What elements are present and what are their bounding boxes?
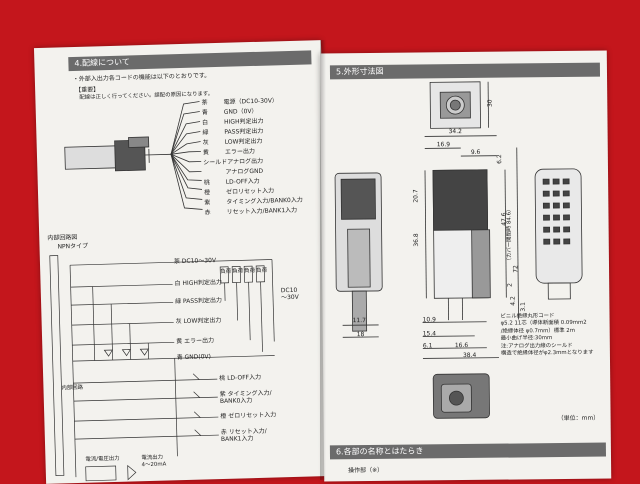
dim-10-9: 10.9 <box>423 316 436 323</box>
current-voltage-label: 電流/電圧出力 <box>85 456 119 464</box>
unit-label: （単位：mm） <box>558 415 600 422</box>
wire-label: PASS判定出力 <box>224 128 263 136</box>
input-line-0: 桃 LD-OFF入力 <box>219 374 261 382</box>
dim-2: 2 <box>507 283 514 287</box>
wire-label: 電源（DC10-30V） <box>223 97 278 106</box>
wire-color: 赤 <box>205 208 227 219</box>
input-line-3: 赤 リセット入力/ BANK1入力 <box>221 428 267 443</box>
wire-label: リセット入力/BANK1入力 <box>227 207 298 216</box>
load-label-1: 負荷 <box>232 268 243 275</box>
wire-label: アナログGND <box>225 168 263 176</box>
wire-label: GND（0V） <box>224 108 258 116</box>
cable-note: ビニル絶縁丸形コード φ5.2 11芯（導体断面積 0.09mm2 /絶縁体径 … <box>501 313 594 358</box>
panel-label: 操作部（※） <box>348 467 383 474</box>
circuit-line-1: 白 HIGH判定出力 <box>175 279 223 287</box>
dim-36-8: 36.8 <box>413 233 420 246</box>
wire-color: 茶 <box>201 98 223 109</box>
dim-9-6: 9.6 <box>471 149 481 156</box>
wire-label: LOW判定出力 <box>225 138 263 146</box>
section-6-header: 6.各部の名称とはたらき <box>330 443 606 460</box>
left-page: 4.配線について ・外部入出力各コードの機能は以下のとおりです。 【重要】 配線… <box>34 40 333 484</box>
wire-color: 灰 <box>203 138 225 149</box>
circuit-line-3: 灰 LOW判定出力 <box>176 317 222 325</box>
input-line-1: 紫 タイミング入力/ BANK0入力 <box>220 390 272 405</box>
circuit-type: NPNタイプ <box>57 243 88 251</box>
dim-6-1: 6.1 <box>423 342 433 349</box>
wire-color: 紫 <box>204 198 226 209</box>
circuit-title: 内部回路図 <box>47 234 77 242</box>
supply-label: DC10 ～30V <box>281 287 299 301</box>
dim-20-7: 20.7 <box>412 189 419 202</box>
wire-label: タイミング入力/BANK0入力 <box>226 197 303 206</box>
dim-18: 18 <box>357 331 365 338</box>
circuit-line-5: 青 GND(0V) <box>177 353 211 361</box>
wire-color: 黄 <box>203 148 225 159</box>
wire-color: 橙 <box>204 188 226 199</box>
internal-label: 内部回路 <box>61 385 83 393</box>
wire-color: 桃 <box>204 178 226 189</box>
dim-30: 30 <box>487 99 494 107</box>
circuit-line-0: 茶 DC10～30V <box>174 257 216 265</box>
load-label-2: 負荷 <box>244 268 255 275</box>
wire-label: HIGH判定出力 <box>224 118 264 126</box>
current-output-label: 電流出力 4～20mA <box>141 455 166 470</box>
dim-16-9: 16.9 <box>437 141 450 148</box>
wire-color <box>204 174 226 175</box>
right-page: 5.外形寸法図 <box>320 51 611 482</box>
dim-72: 72 <box>512 265 519 273</box>
side-label: （カバー開閉時 84.6） <box>506 207 514 264</box>
wire-color: シールド <box>203 158 227 169</box>
dim-6-2: 6.2 <box>496 154 503 164</box>
dim-38-4: 38.4 <box>463 352 476 359</box>
wire-label: アナログ出力 <box>227 158 263 166</box>
load-label-0: 負荷 <box>220 269 231 276</box>
dim-4-2: 4.2 <box>510 296 517 306</box>
circuit-line-2: 緑 PASS判定出力 <box>175 297 222 305</box>
dim-3-1: 3.1 <box>520 302 527 312</box>
wire-label: エラー出力 <box>225 148 255 156</box>
dim-11-7: 11.7 <box>353 317 366 324</box>
dim-15-4: 15.4 <box>423 330 436 337</box>
dim-16-6: 16.6 <box>455 342 468 349</box>
wire-label: LD-OFF入力 <box>226 178 260 186</box>
dim-34-2: 34.2 <box>449 128 462 135</box>
wire-color: 白 <box>202 118 224 129</box>
circuit-line-4: 黄 エラー出力 <box>176 337 214 345</box>
wire-label: ゼロリセット入力 <box>226 187 274 195</box>
book-gutter <box>320 40 326 480</box>
wire-color: 緑 <box>202 128 224 139</box>
load-label-3: 負荷 <box>256 268 267 275</box>
wire-color: 青 <box>202 108 224 119</box>
